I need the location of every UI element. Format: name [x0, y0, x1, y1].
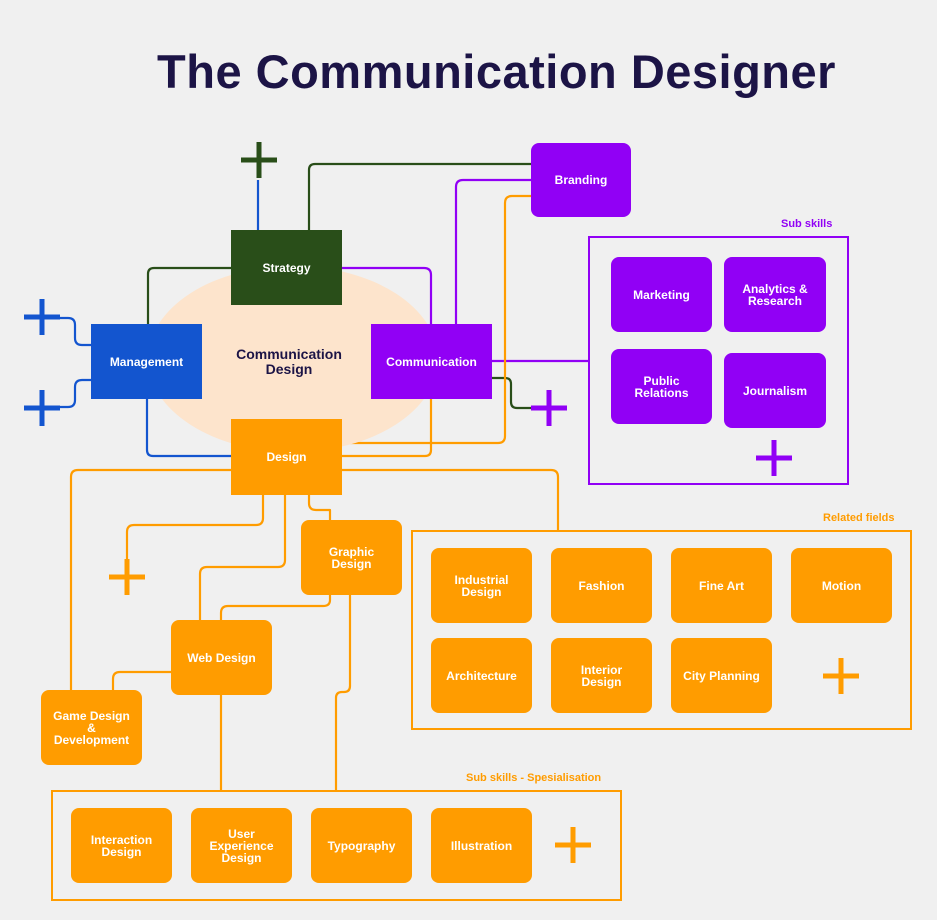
sub-skills-group	[588, 236, 849, 485]
field-fine-art[interactable]: Fine Art	[671, 548, 772, 623]
add-specialisation-plus-icon[interactable]	[553, 825, 593, 865]
branding-node[interactable]: Branding	[531, 143, 631, 217]
spec-typography[interactable]: Typography	[311, 808, 412, 883]
strategy-node[interactable]: Strategy	[231, 230, 342, 305]
field-fashion[interactable]: Fashion	[551, 548, 652, 623]
graphic-design-node[interactable]: Graphic Design	[301, 520, 402, 595]
spec-interaction-design[interactable]: Interaction Design	[71, 808, 172, 883]
add-strategy-plus-icon[interactable]	[239, 140, 279, 180]
sub-skill-journalism[interactable]: Journalism	[724, 353, 826, 428]
add-design-plus-icon[interactable]	[107, 557, 147, 597]
field-industrial-design[interactable]: Industrial Design	[431, 548, 532, 623]
add-sub-skill-plus-icon[interactable]	[754, 438, 794, 478]
sub-skills-label: Sub skills	[781, 218, 833, 230]
sub-skill-analytics[interactable]: Analytics & Research	[724, 257, 826, 332]
field-interior-design[interactable]: Interior Design	[551, 638, 652, 713]
spec-illustration[interactable]: Illustration	[431, 808, 532, 883]
field-architecture[interactable]: Architecture	[431, 638, 532, 713]
communication-node[interactable]: Communication	[371, 324, 492, 399]
specialisation-group	[51, 790, 622, 901]
related-fields-group	[411, 530, 912, 730]
game-design-node[interactable]: Game Design & Development	[41, 690, 142, 765]
add-related-field-plus-icon[interactable]	[821, 656, 861, 696]
page-title: The Communication Designer	[157, 45, 836, 98]
specialisation-label: Sub skills - Spesialisation	[466, 772, 602, 784]
management-node[interactable]: Management	[91, 324, 202, 399]
field-motion[interactable]: Motion	[791, 548, 892, 623]
sub-skill-public-relations[interactable]: Public Relations	[611, 349, 712, 424]
add-management-plus-icon[interactable]	[22, 297, 62, 337]
add-management-plus-icon-2[interactable]	[22, 388, 62, 428]
web-design-node[interactable]: Web Design	[171, 620, 272, 695]
spec-ux-design[interactable]: User Experience Design	[191, 808, 292, 883]
add-communication-plus-icon[interactable]	[529, 388, 569, 428]
core-label: Communication Design	[236, 346, 342, 377]
design-node[interactable]: Design	[231, 419, 342, 495]
related-fields-label: Related fields	[823, 512, 895, 524]
sub-skill-marketing[interactable]: Marketing	[611, 257, 712, 332]
field-city-planning[interactable]: City Planning	[671, 638, 772, 713]
